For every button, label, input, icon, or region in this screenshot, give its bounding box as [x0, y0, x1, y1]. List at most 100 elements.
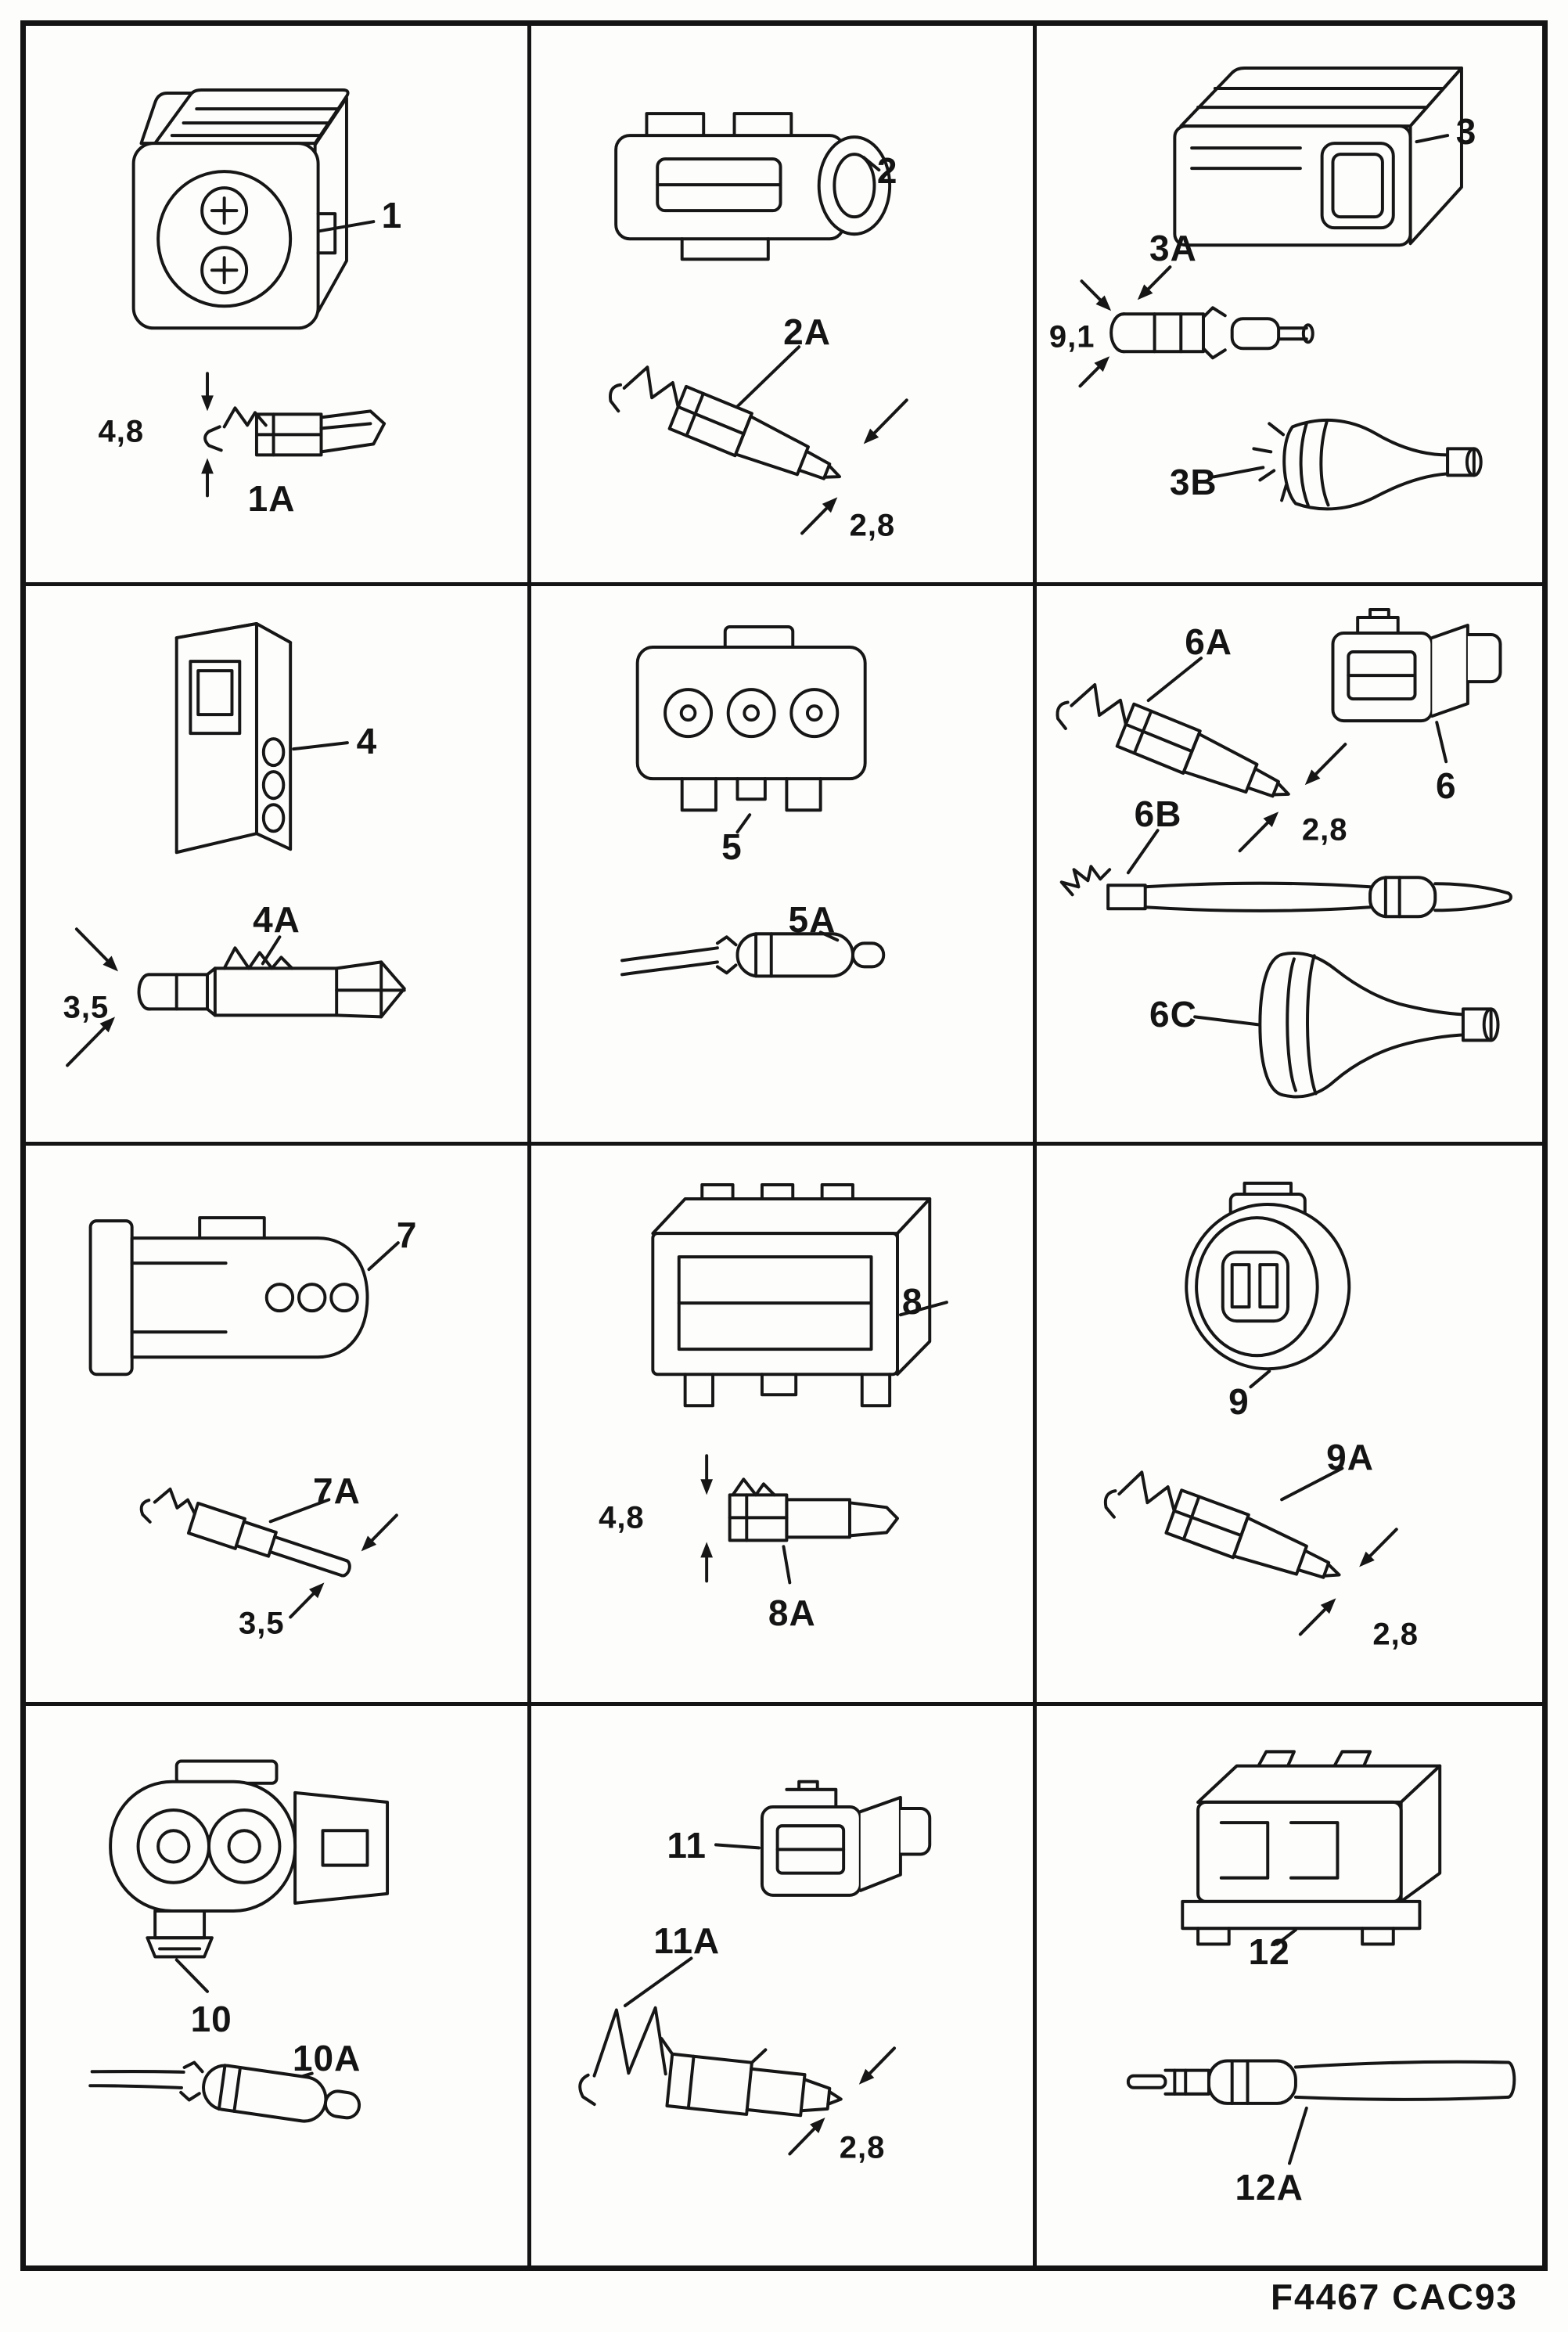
part-label-4: 4	[356, 721, 378, 762]
cell-4-artwork	[66, 621, 406, 1067]
terminal-4a-drawing	[137, 945, 406, 1018]
part-label-2: 2	[876, 149, 898, 191]
parts-grid: 1 4,8 1A	[20, 20, 1548, 2271]
part-label-5a: 5A	[788, 898, 836, 940]
leader-11a	[623, 1956, 693, 2007]
connector-8-drawing	[651, 1183, 948, 1408]
cell-1-artwork	[131, 88, 387, 498]
connector-11-drawing	[760, 1780, 932, 1897]
grid-cell-part-11: 11 11A 2,8	[531, 1705, 1037, 2265]
connector-3-drawing	[1173, 67, 1463, 247]
dimension-label-9a-2-8: 2,8	[1372, 1617, 1419, 1652]
grid-cell-part-10: 10 10A	[26, 1705, 531, 2265]
grid-cell-part-8: 8 4,8 8A	[531, 1146, 1037, 1706]
part-label-9a: 9A	[1326, 1436, 1374, 1477]
grid-cell-part-6: 6A 6 6B 2,8 6C	[1037, 586, 1542, 1146]
dimension-2-8-arrows-9a	[1298, 1528, 1398, 1636]
part-label-6: 6	[1435, 765, 1457, 807]
grid-cell-part-1: 1 4,8 1A	[26, 26, 531, 586]
cell-10-artwork	[88, 1759, 390, 2123]
dimension-label-6a-2-8: 2,8	[1301, 812, 1348, 848]
cell-2-artwork	[609, 112, 908, 535]
leader-9a	[1280, 1466, 1344, 1502]
terminal-8a-drawing	[728, 1477, 899, 1542]
terminal-11a-drawing	[578, 2006, 843, 2117]
grid-cell-part-2: 2 2A 2,8	[531, 26, 1037, 586]
grid-cell-part-9: 9 9A 2,8	[1037, 1146, 1542, 1706]
part-label-9: 9	[1228, 1380, 1250, 1422]
part-label-8: 8	[901, 1280, 923, 1322]
leader-6b	[1126, 828, 1160, 874]
part-label-12: 12	[1248, 1931, 1290, 1973]
connector-9-drawing	[1185, 1182, 1351, 1389]
grid-cell-part-5: 5 5A	[531, 585, 1037, 1146]
seal-6b-drawing	[1059, 864, 1512, 918]
dimension-label-3a-9-1: 9,1	[1048, 319, 1095, 354]
terminal-7a-drawing	[139, 1487, 351, 1578]
cell-7-artwork	[88, 1216, 400, 1619]
terminal-3a-drawing	[1109, 306, 1314, 360]
boot-3b-drawing	[1252, 419, 1483, 511]
dimension-4-8-arrows-8a	[700, 1454, 714, 1583]
terminal-2a-drawing	[609, 365, 842, 480]
part-label-2a: 2A	[783, 311, 831, 352]
connector-6-drawing	[1331, 607, 1502, 763]
leader-5a	[818, 930, 840, 941]
cell-12-artwork	[1126, 1749, 1516, 2165]
leader-3a-arrow	[1137, 265, 1172, 300]
leader-3b	[1211, 466, 1265, 479]
dimension-label-7a-3-5: 3,5	[238, 1606, 285, 1641]
terminal-5a-drawing	[620, 931, 886, 977]
connector-1-drawing	[131, 88, 376, 330]
grid-cell-part-4: 4 4A 3,5	[26, 585, 531, 1146]
dimension-3-5-arrows	[66, 927, 118, 1067]
connector-2-drawing	[614, 112, 892, 261]
part-label-6b: 6B	[1134, 793, 1182, 834]
part-label-7a: 7A	[313, 1470, 361, 1511]
cell-8-artwork	[651, 1183, 948, 1585]
connector-10-drawing	[109, 1759, 390, 1993]
part-label-6c: 6C	[1149, 993, 1197, 1035]
terminal-1a-drawing	[203, 406, 387, 457]
dimension-4-8-arrows	[201, 372, 214, 498]
part-label-10a: 10A	[292, 2038, 361, 2079]
part-label-1a: 1A	[247, 477, 296, 519]
drawing-number: F4467 CAC93	[1270, 2276, 1518, 2317]
connector-7-drawing	[88, 1216, 400, 1377]
leader-2a	[735, 345, 801, 408]
leader-7a	[268, 1498, 331, 1524]
cell-3-artwork	[1078, 67, 1483, 511]
part-label-10: 10	[190, 1999, 232, 2040]
part-label-11a: 11A	[653, 1920, 721, 1961]
boot-6c-drawing	[1258, 951, 1500, 1098]
connector-4-drawing	[174, 621, 349, 854]
part-label-5: 5	[721, 826, 743, 868]
leader-6c	[1193, 1014, 1261, 1026]
part-label-4a: 4A	[253, 898, 300, 940]
part-label-3a: 3A	[1149, 228, 1197, 269]
dimension-3-5-arrows-7a	[289, 1513, 398, 1619]
dimension-2-8-arrows	[800, 398, 908, 535]
leader-11	[714, 1842, 761, 1849]
dimension-label-1a-4-8: 4,8	[98, 414, 145, 449]
grid-cell-part-3: 3 3A 9,1 3B	[1037, 26, 1542, 586]
leader-12a	[1288, 2106, 1308, 2165]
terminal-9a-drawing	[1103, 1470, 1341, 1579]
part-label-6a: 6A	[1185, 621, 1233, 662]
connector-12-drawing	[1181, 1749, 1442, 1945]
cell-6-artwork	[1056, 607, 1512, 1098]
cell-11-artwork	[578, 1780, 932, 2155]
dimension-label-4a-3-5: 3,5	[63, 990, 110, 1025]
grid-cell-part-12: 12 12A	[1037, 1706, 1542, 2266]
dimension-label-11a-2-8: 2,8	[839, 2130, 886, 2165]
part-label-1: 1	[381, 194, 403, 236]
connector-5-drawing	[635, 624, 867, 833]
leader-8a	[782, 1545, 792, 1585]
dimension-2-8-arrows-11a	[788, 2046, 897, 2155]
leader-6a	[1146, 656, 1203, 702]
dimension-2-8-arrows-6a	[1238, 742, 1347, 852]
terminal-6a-drawing	[1056, 682, 1290, 797]
part-label-7: 7	[396, 1214, 418, 1255]
cell-5-artwork	[620, 624, 886, 977]
part-label-3: 3	[1455, 110, 1477, 152]
